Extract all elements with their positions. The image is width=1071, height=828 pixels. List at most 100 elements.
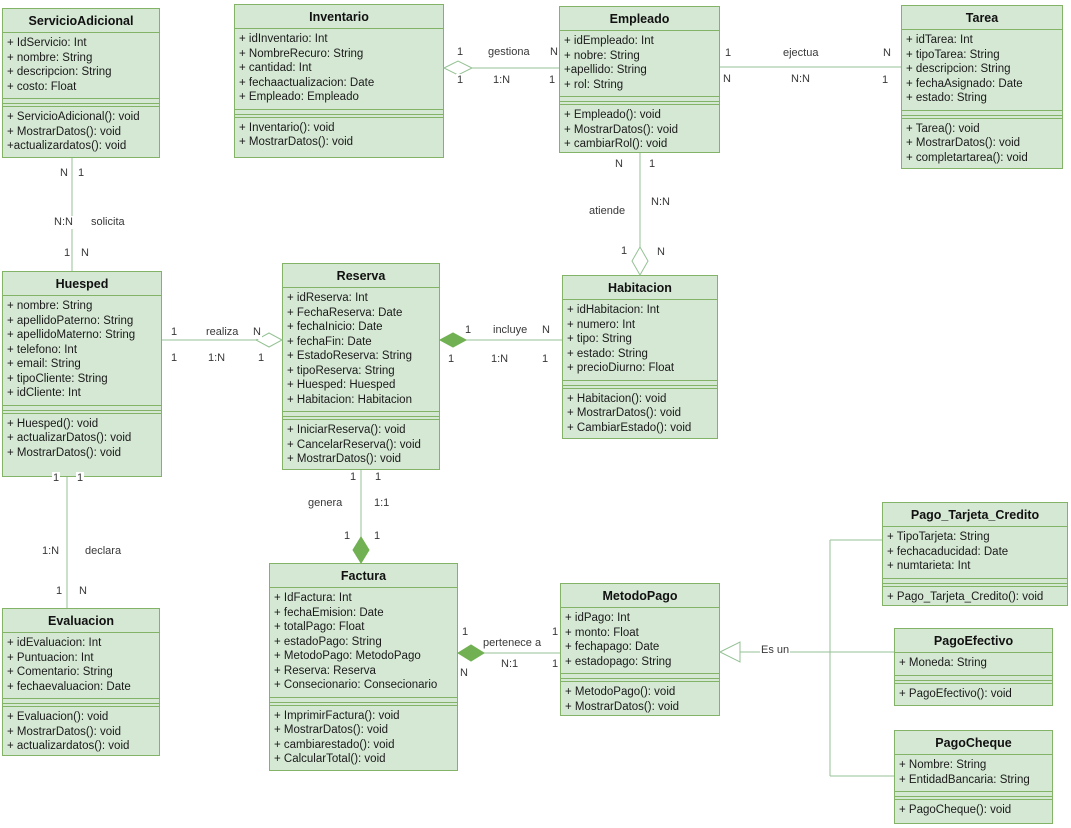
composition-diamond-pertenece	[457, 644, 485, 662]
cardinality-label: 1:N	[492, 74, 512, 87]
uml-attribute: + idEvaluacion: Int	[7, 637, 102, 649]
uml-attribute: + tipoTarea: String	[906, 48, 1000, 61]
cardinality-label: N	[614, 158, 624, 171]
class-attributes: + nombre: String + apellidoPaterno: Strin…	[3, 296, 161, 406]
class-methods: + Empleado(): void+ MostrarDatos(): void…	[560, 105, 719, 156]
uml-attribute: + fechaEmision: Date	[274, 606, 384, 619]
uml-attribute: + apellidoPaterno: String	[7, 314, 134, 327]
class-methods: + PagoCheque(): void	[895, 800, 1052, 822]
uml-attribute: + apellidoMaterno: String	[7, 329, 136, 341]
uml-method: + actualizarDatos(): void	[7, 432, 132, 444]
compartment-separator	[895, 797, 1052, 800]
cardinality-label: 1	[456, 74, 465, 87]
class-title: Factura	[270, 564, 457, 588]
class-attributes: + Nombre: String+ EntidadBancaria: Strin…	[895, 755, 1052, 792]
class-pago-tarjeta-credito[interactable]: Pago_Tarjeta_Credito + TipoTarjeta: Stri…	[882, 502, 1068, 606]
uml-method: +actualizardatos(): void	[7, 140, 127, 152]
uml-attribute: + cantidad: Int	[239, 62, 312, 74]
uml-attribute: + nombre: String	[7, 300, 93, 312]
cardinality-label: 1	[257, 352, 266, 365]
uml-attribute: + idCliente: Int	[7, 387, 81, 399]
class-huesped[interactable]: Huesped + nombre: String+ apellidoPatern…	[2, 271, 162, 477]
uml-attribute: + fechacaducidad: Date	[887, 545, 1009, 558]
uml-method: + MostrarDatos(): void	[7, 446, 122, 459]
cardinality-label: 1	[373, 530, 382, 543]
uml-attribute: + FechaReserva: Date	[287, 306, 403, 319]
uml-method: + CambiarEstado(): void	[567, 421, 692, 434]
compartment-separator	[895, 676, 1052, 681]
relationship-label-realiza: realiza	[205, 326, 240, 339]
uml-attribute: + fechaFin: Date	[287, 335, 372, 348]
cardinality-label: 1	[881, 74, 890, 87]
class-attributes: + IdServicio: Int+ nombre: String+ descr…	[3, 33, 159, 99]
uml-method: + MostrarDatos(): void	[565, 700, 680, 713]
aggregation-diamond-atiende	[631, 245, 649, 277]
uml-method: + ImprimirFactura(): void	[274, 709, 400, 722]
uml-method: + Inventario(): void	[239, 121, 335, 134]
uml-method: + IniciarReserva(): void	[287, 424, 406, 436]
cardinality-label: N	[459, 667, 469, 680]
uml-attribute: + nobre: String	[564, 49, 640, 62]
uml-method: + cambiarestado(): void	[274, 738, 395, 751]
class-title: Tarea	[902, 6, 1062, 30]
uml-attribute: + idInventario: Int	[239, 33, 328, 45]
uml-attribute: + descripcion: String	[906, 63, 1011, 75]
relationship-label-es-un: Es un	[760, 644, 791, 657]
uml-method: + MostrarDatos(): void	[274, 724, 389, 736]
cardinality-label: 1	[55, 585, 64, 598]
uml-attribute: + numero: Int	[567, 318, 636, 331]
uml-method: + actualizardatos(): void	[7, 740, 130, 752]
compartment-separator	[902, 116, 1062, 119]
uml-method: + MostrarDatos(): void	[906, 137, 1021, 149]
cardinality-label: 1	[461, 626, 470, 639]
cardinality-label: 1	[551, 626, 560, 639]
class-pago-cheque[interactable]: PagoCheque + Nombre: String+ EntidadBanc…	[894, 730, 1053, 824]
class-factura[interactable]: Factura + IdFactura: Int+ fechaEmision: …	[269, 563, 458, 771]
class-attributes: + idReserva: Int+ FechaReserva: Date+ fe…	[283, 288, 439, 412]
compartment-separator	[3, 99, 159, 104]
cardinality-label: N	[78, 585, 88, 598]
uml-attribute: + tipoReserva: String	[287, 364, 395, 377]
class-methods: + Evaluacion(): void+ MostrarDatos(): vo…	[3, 707, 159, 758]
class-evaluacion[interactable]: Evaluacion + idEvaluacion: Int+ Puntuaci…	[2, 608, 160, 756]
class-reserva[interactable]: Reserva + idReserva: Int+ FechaReserva: …	[282, 263, 440, 470]
compartment-separator	[563, 386, 717, 389]
compartment-separator	[895, 792, 1052, 797]
cardinality-label: N:N	[53, 216, 74, 229]
class-methods: + ImprimirFactura(): void + MostrarDatos(…	[270, 706, 457, 771]
uml-method: + MostrarDatos(): void	[287, 453, 402, 465]
class-title: ServicioAdicional	[3, 9, 159, 33]
cardinality-label: 1:N	[41, 545, 61, 558]
uml-attribute: + TipoTarjeta: String	[887, 531, 990, 543]
uml-method: + Pago_Tarjeta_Credito(): void	[887, 590, 1044, 603]
class-metodo-pago[interactable]: MetodoPago + idPago: Int+ monto: Float+ …	[560, 583, 720, 716]
relationship-label-incluye: incluye	[492, 324, 529, 337]
class-habitacion[interactable]: Habitacion + idHabitacion: Int+ numero: …	[562, 275, 718, 439]
compartment-separator	[883, 579, 1067, 584]
compartment-separator	[270, 698, 457, 703]
uml-attribute: + Comentario: String	[7, 666, 113, 678]
cardinality-label: N	[549, 46, 559, 59]
class-empleado[interactable]: Empleado + idEmpleado: Int+ nobre: Strin…	[559, 6, 720, 153]
compartment-separator	[560, 102, 719, 105]
uml-method: + ServicioAdicional(): void	[7, 111, 140, 123]
uml-attribute: + Moneda: String	[899, 657, 987, 669]
compartment-separator	[561, 674, 719, 679]
uml-attribute: + monto: Float	[565, 626, 639, 639]
class-attributes: + TipoTarjeta: String + fechacaducidad: D…	[883, 527, 1067, 579]
class-title: Reserva	[283, 264, 439, 288]
uml-attribute: + idPago: Int	[565, 612, 630, 624]
uml-attribute: + fechapago: Date	[565, 641, 660, 653]
compartment-separator	[283, 417, 439, 420]
class-servicio-adicional[interactable]: ServicioAdicional + IdServicio: Int+ nom…	[2, 8, 160, 158]
uml-attribute: + Puntuacion: Int	[7, 651, 94, 664]
class-tarea[interactable]: Tarea + idTarea: Int+ tipoTarea: String+…	[901, 5, 1063, 169]
cardinality-label: 1:N	[207, 352, 227, 365]
class-title: Habitacion	[563, 276, 717, 300]
class-pago-efectivo[interactable]: PagoEfectivo + Moneda: String + PagoEfec…	[894, 628, 1053, 706]
class-inventario[interactable]: Inventario + idInventario: Int+ NombreRe…	[234, 4, 444, 158]
uml-attribute: + descripcion: String	[7, 66, 112, 78]
uml-method: + Huesped(): void	[7, 417, 99, 430]
class-methods: + ServicioAdicional(): void+ MostrarDato…	[3, 107, 159, 158]
uml-method: + PagoEfectivo(): void	[899, 687, 1012, 700]
